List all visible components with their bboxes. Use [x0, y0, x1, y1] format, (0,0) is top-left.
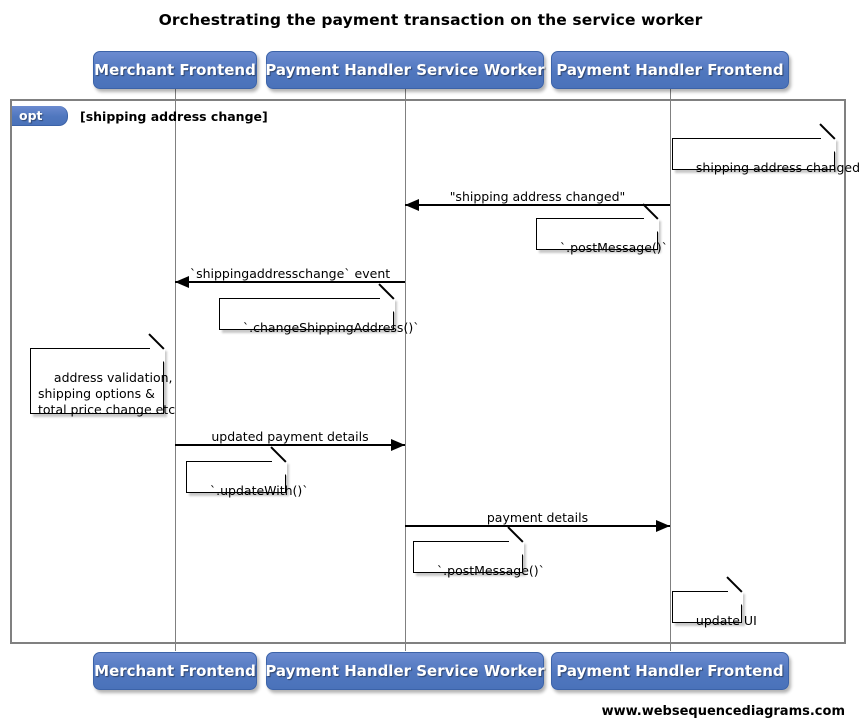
note-fold-icon	[727, 590, 743, 606]
message-line-updated-payment-details	[175, 444, 405, 446]
note-fold-edge-icon	[643, 217, 659, 220]
note-text: address validation, shipping options & t…	[38, 370, 176, 417]
diagram-title: Orchestrating the payment transaction on…	[158, 11, 703, 29]
participant-payment-handler-frontend-bottom[interactable]: Payment Handler Frontend	[551, 652, 789, 690]
participant-label: Merchant Frontend	[94, 662, 256, 680]
note-fold-icon	[820, 137, 836, 153]
opt-fragment-frame	[10, 99, 846, 644]
message-label-updated-payment-details: updated payment details	[211, 429, 369, 444]
message-label-shipping-address-changed: "shipping address changed"	[449, 189, 626, 204]
arrow-head-left-icon	[405, 198, 419, 211]
note-update-ui: update UI	[672, 576, 757, 628]
message-line-shipping-address-changed	[405, 204, 670, 206]
lifeline-merchant-frontend	[175, 88, 176, 651]
participant-label: Payment Handler Frontend	[556, 61, 784, 79]
note-text: `.postMessage()`	[436, 563, 545, 578]
note-fold-icon	[149, 347, 165, 363]
arrow-head-left-icon	[175, 275, 189, 288]
note-post-message-2: `.postMessage()`	[413, 526, 545, 578]
participant-label: Payment Handler Service Worker	[265, 662, 545, 680]
message-label-payment-details: payment details	[486, 510, 589, 525]
participant-payment-handler-service-worker-bottom[interactable]: Payment Handler Service Worker	[265, 652, 545, 690]
note-text: update UI	[695, 613, 757, 628]
note-change-shipping-address: `.changeShippingAddress()`	[219, 283, 419, 335]
participant-label: Merchant Frontend	[94, 61, 256, 79]
lifeline-payment-handler-service-worker	[405, 88, 406, 651]
participant-payment-handler-frontend-top[interactable]: Payment Handler Frontend	[551, 51, 789, 89]
note-post-message-1: `.postMessage()`	[536, 203, 668, 255]
opt-fragment-tab: opt	[12, 106, 68, 126]
opt-fragment-tab-label: opt	[19, 108, 43, 123]
note-text: `.changeShippingAddress()`	[242, 320, 420, 335]
note-fold-edge-icon	[271, 460, 287, 463]
lifeline-payment-handler-frontend	[670, 88, 671, 651]
note-update-with: `.updateWith()`	[186, 446, 309, 498]
note-fold-icon	[508, 540, 524, 556]
participant-merchant-frontend-bottom[interactable]: Merchant Frontend	[93, 652, 257, 690]
note-address-validation: address validation, shipping options & t…	[30, 333, 175, 417]
note-fold-edge-icon	[149, 347, 165, 350]
note-text: shipping address changed	[695, 160, 861, 175]
note-fold-edge-icon	[727, 590, 743, 593]
participant-label: Payment Handler Service Worker	[265, 61, 545, 79]
arrow-head-right-icon	[391, 438, 405, 451]
message-line-shippingaddresschange-event	[175, 281, 405, 283]
note-fold-edge-icon	[379, 297, 395, 300]
participant-payment-handler-service-worker-top[interactable]: Payment Handler Service Worker	[265, 51, 545, 89]
note-fold-edge-icon	[508, 540, 524, 543]
arrow-head-right-icon	[656, 519, 670, 532]
note-fold-icon	[379, 297, 395, 313]
watermark: www.websequencediagrams.com	[601, 704, 845, 719]
opt-fragment-guard: [shipping address change]	[80, 109, 268, 124]
participant-label: Payment Handler Frontend	[556, 662, 784, 680]
note-shipping-address-changed: shipping address changed	[672, 123, 860, 175]
note-fold-icon	[271, 460, 287, 476]
participant-merchant-frontend-top[interactable]: Merchant Frontend	[93, 51, 257, 89]
note-fold-edge-icon	[820, 137, 836, 140]
note-text: `.postMessage()`	[559, 240, 668, 255]
message-label-shippingaddresschange-event: `shippingaddresschange` event	[189, 266, 391, 281]
note-text: `.updateWith()`	[209, 483, 309, 498]
note-fold-icon	[643, 217, 659, 233]
message-line-payment-details	[405, 525, 670, 527]
